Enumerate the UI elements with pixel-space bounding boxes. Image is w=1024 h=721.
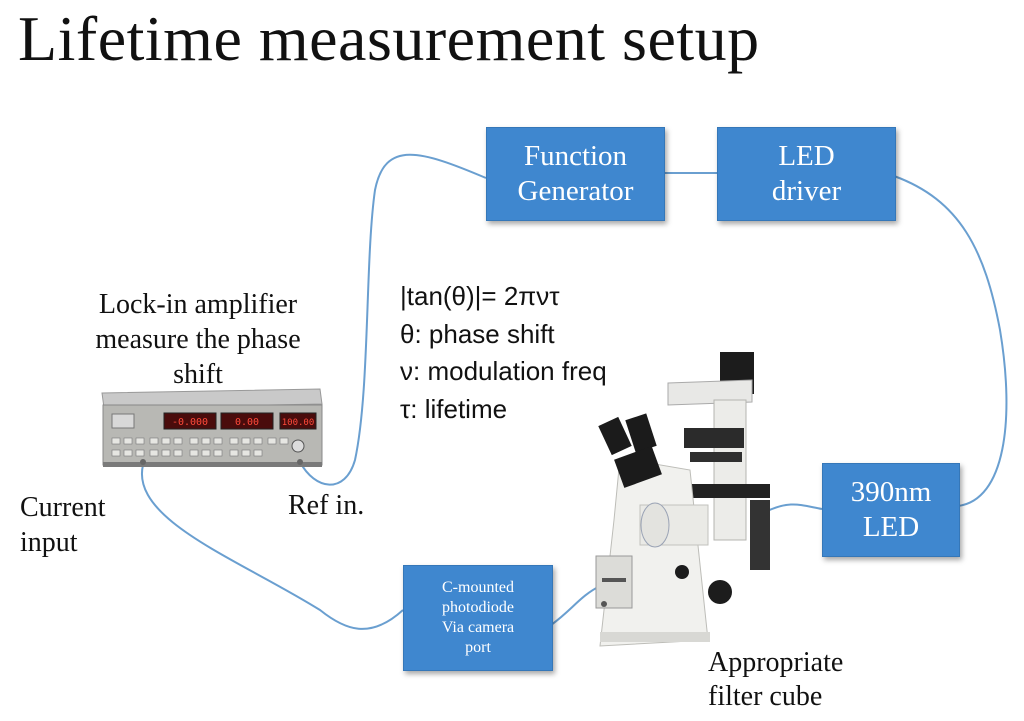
lockin-label-line-1: Lock-in amplifier [98, 289, 298, 320]
photodiode-box: C-mounted photodiode Via camera port [403, 565, 553, 671]
lock-in-amplifier-label: Lock-in amplifier measure the phase shif… [58, 287, 338, 392]
lockin-display-3: 100.00 [282, 418, 315, 428]
lockin-label-line-2: measure the phase [95, 324, 301, 355]
definition-theta: θ: phase shift [400, 318, 555, 349]
function-generator-line-1: Function [523, 140, 628, 173]
current-input-line-1: Current [20, 492, 106, 523]
wire-current-input-to-photodiode [140, 464, 404, 630]
function-generator-line-2: Generator [517, 175, 634, 207]
led-driver-line-1: LED [778, 140, 835, 173]
definition-tau: τ: lifetime [400, 394, 508, 425]
lockin-display-2: 0.00 [235, 417, 259, 428]
led-driver-box: LED driver [717, 127, 896, 221]
lock-in-amplifier-image: -0.000 0.00 100.00 [101, 388, 323, 467]
photodiode-line-2: photodiode [442, 599, 514, 616]
photodiode-line-3: Via camera [441, 619, 515, 636]
filter-cube-line-1: Appropriate [708, 647, 844, 678]
equations-block: |tan(θ)|= 2πντ θ: phase shift ν: modulat… [400, 278, 607, 429]
lockin-display-1: -0.000 [172, 417, 208, 428]
current-input-label: Current input [20, 490, 106, 560]
ref-in-label: Ref in. [288, 490, 365, 521]
led-390nm-box: 390nm LED [822, 463, 960, 557]
photodiode-line-1: C-mounted [442, 579, 514, 596]
led-driver-line-2: driver [771, 175, 842, 207]
filter-cube-label: Appropriate filter cube [708, 646, 843, 713]
led-390nm-line-1: 390nm [850, 476, 932, 509]
wire-led-driver-to-390nm-led [893, 175, 1008, 507]
function-generator-box: Function Generator [486, 127, 665, 221]
photodiode-line-4: port [465, 639, 491, 656]
current-input-line-2: input [20, 527, 78, 558]
led-390nm-line-2: LED [862, 511, 920, 543]
equation-tan-theta: |tan(θ)|= 2πντ [400, 281, 560, 311]
definition-nu: ν: modulation freq [400, 356, 607, 387]
wire-390nm-led-to-microscope [764, 503, 823, 513]
wire-photodiode-to-microscope [550, 585, 601, 626]
filter-cube-line-2: filter cube [708, 680, 823, 712]
slide-title: Lifetime measurement setup [18, 3, 760, 74]
lockin-label-line-3: shift [173, 359, 223, 390]
microscope-image [595, 352, 770, 647]
wire-function-generator-to-ref-in [299, 153, 487, 486]
